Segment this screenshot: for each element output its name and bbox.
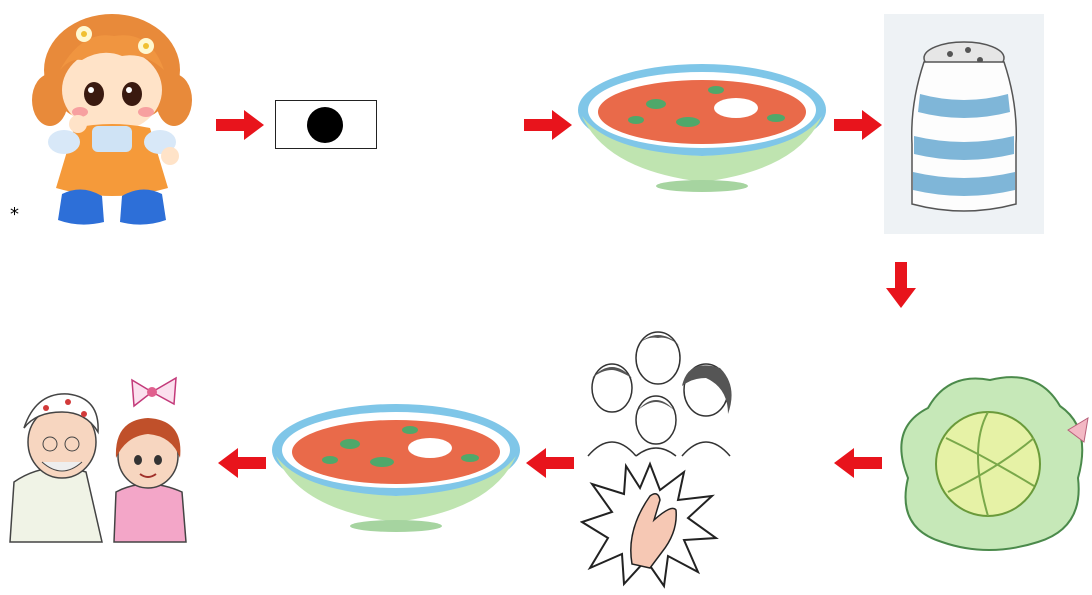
arrow-right-icon: [524, 110, 572, 140]
grandparent-grandchild-icon: [6, 372, 212, 550]
black-dot-box: [275, 100, 377, 149]
arrow-right-icon: [216, 110, 264, 140]
children-faces-icon: [578, 328, 742, 458]
arrow-left-icon: [526, 448, 574, 478]
soup-bowl-icon: [270, 400, 522, 532]
asterisk-marker: *: [10, 204, 19, 225]
girl-icon: [22, 8, 198, 230]
arrow-left-icon: [834, 448, 882, 478]
arrow-right-icon: [834, 110, 882, 140]
arrow-left-icon: [218, 448, 266, 478]
soup-bowl-icon: [576, 60, 828, 192]
cabbage-icon: [888, 368, 1092, 554]
arrow-down-icon: [886, 262, 916, 308]
salt-shaker-icon: [884, 14, 1044, 234]
praying-hands-icon: [580, 460, 720, 590]
black-dot: [307, 107, 343, 143]
